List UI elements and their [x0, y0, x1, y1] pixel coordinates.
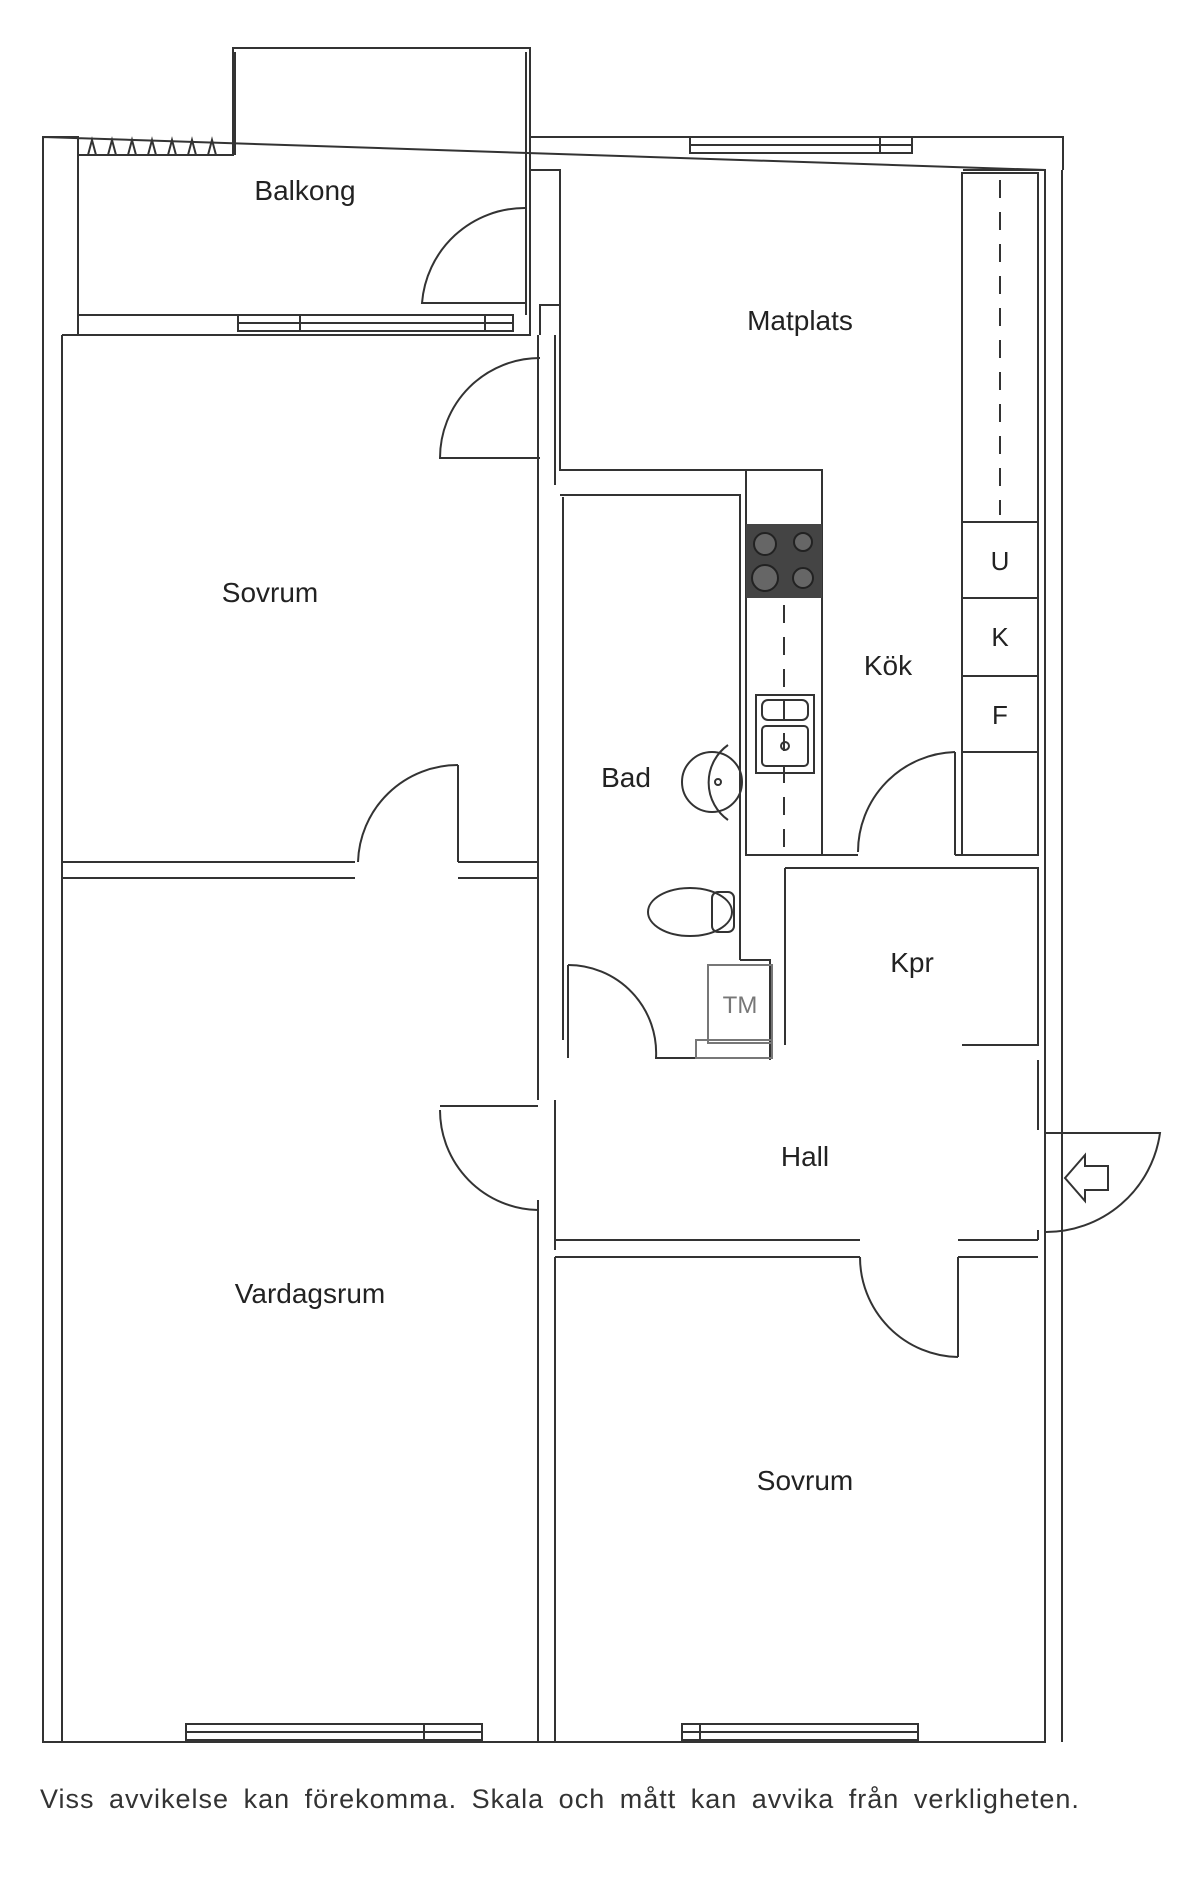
room-label-sovrum-2: Sovrum [757, 1465, 853, 1496]
appliance-label-u: U [991, 546, 1010, 576]
sink-icon [755, 694, 815, 774]
room-label-sovrum-1: Sovrum [222, 577, 318, 608]
room-label-bad: Bad [601, 762, 651, 793]
entrance-arrow-icon [1063, 1152, 1109, 1204]
room-label-vardagsrum: Vardagsrum [235, 1278, 385, 1309]
appliance-label-k: K [991, 622, 1009, 652]
door-swings [357, 206, 1162, 1358]
toilet-icon [647, 887, 735, 937]
windows [185, 136, 919, 1741]
room-label-kpr: Kpr [890, 947, 934, 978]
interior-walls [62, 169, 1039, 1742]
outer-wall-inner [61, 169, 1063, 1742]
stove-icon [746, 524, 822, 598]
disclaimer-text: Viss avvikelse kan förekomma. Skala och … [40, 1784, 1080, 1814]
room-label-kok: Kök [864, 650, 913, 681]
tm-box [707, 964, 773, 1044]
room-label-hall: Hall [781, 1141, 829, 1172]
appliance-label-f: F [992, 700, 1008, 730]
balcony-outline [77, 47, 531, 316]
room-label-balkong: Balkong [254, 175, 355, 206]
appliance-label-tm: TM [723, 992, 758, 1019]
floor-plan: Balkong Matplats Sovrum Kök Bad Kpr Hall… [42, 47, 1162, 1743]
outer-wall [42, 135, 1064, 1743]
room-label-matplats: Matplats [747, 305, 853, 336]
